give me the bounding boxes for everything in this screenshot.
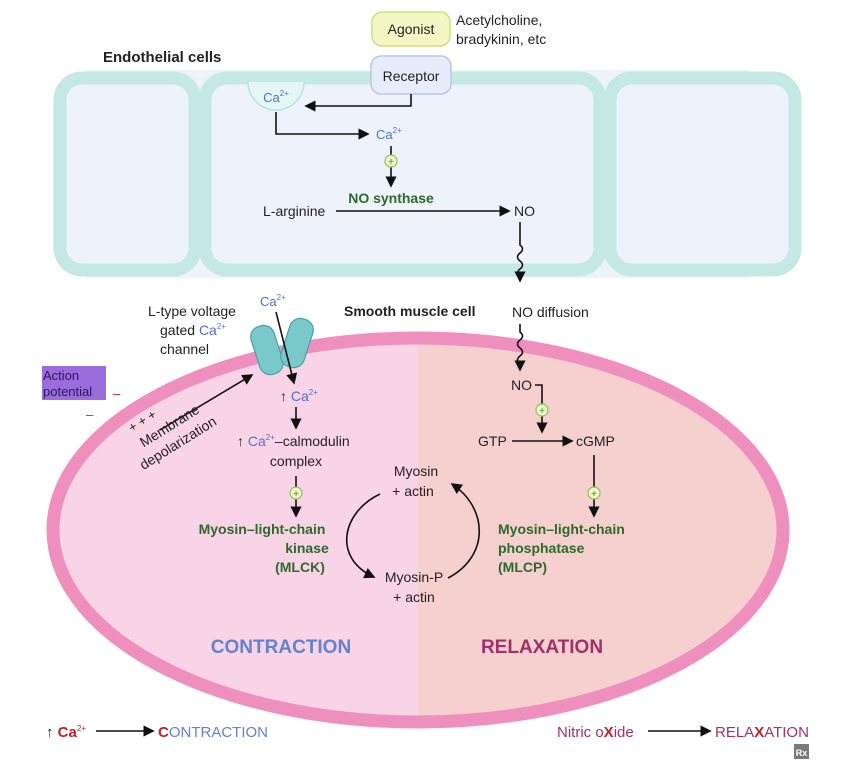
ca-free-label: Ca2+ [376,126,402,142]
cgmp-label: cGMP [576,433,615,449]
mnemonic-contraction: CONTRACTION [158,724,268,741]
agonist-box [371,11,451,47]
action-potential-highlight [42,366,106,400]
mlck-line2: kinase [285,540,329,556]
mnemonic-relaxation: RELAXATION [715,724,809,741]
plus-icon: + [535,403,549,417]
channel-label-line1: L-type voltage [148,303,236,319]
no-diffusion-squiggle-lower [514,324,526,372]
svg-text:+: + [539,406,545,417]
myosin-actin-line1: Myosin [394,463,438,479]
store-to-ca-arrow [275,112,370,140]
receptor-label: Receptor [383,68,440,84]
agonist-label: Agonist [388,21,435,37]
svg-text:Rx: Rx [796,748,808,758]
mlck-line1: Myosin–light-chain [199,521,326,537]
mlcp-line2: phosphatase [498,540,585,556]
no-label: NO [514,203,535,219]
agonist-examples-line1: Acetylcholine, [456,12,542,28]
l-arginine-label: L-arginine [263,203,325,219]
gtp-label: GTP [478,433,507,449]
rx-logo-icon: Rx [794,744,809,759]
ca-store-label: Ca2+ [263,89,289,105]
negative-charge-2: – [86,407,94,422]
svg-text:+: + [591,489,597,500]
ca-entry-label: Ca2+ [260,293,286,309]
endothelial-title: Endothelial cells [103,49,221,66]
smooth-muscle-title: Smooth muscle cell [344,303,475,319]
calmodulin-line1: ↑ Ca2+–calmodulin [237,433,350,449]
ca-entry-arrow [275,311,298,385]
mlcp-line3: (MLCP) [498,559,547,575]
channel-label-line3: channel [160,341,209,357]
svg-text:+: + [293,489,299,500]
calcium-store [247,81,305,111]
endothelial-cell-right [603,71,802,277]
plus-icon: + [289,486,303,500]
plus-icon: + [587,486,601,500]
channel-label-line2: gated Ca2+ [160,322,226,338]
dephosphorylation-arc-arrow [447,483,481,579]
no-inner-label: NO [511,377,532,393]
negative-charge-1: – [113,386,121,401]
no-synthase-label: NO synthase [348,190,434,206]
cell-membrane [46,331,790,729]
no-diffusion-squiggle-upper [514,222,526,283]
mnemonic-nitric-oxide: Nitric oXide [557,724,634,741]
depolarization-arrow [159,374,254,431]
contraction-title: CONTRACTION [211,637,351,658]
myosin-actin-line2: + actin [392,483,434,499]
relaxation-title: RELAXATION [481,637,603,658]
mnemonic-calcium: ↑ Ca2+ [46,724,86,741]
endothelial-layer [53,70,802,278]
svg-text:+: + [388,157,394,168]
phosphorylation-arc-arrow [346,493,381,579]
endothelial-cell-left [53,71,202,277]
agonist-examples-line2: bradykinin, etc [456,31,546,47]
smooth-muscle-cell [46,331,790,729]
calmodulin-line2: complex [270,453,322,469]
mlck-line3: (MLCK) [275,559,325,575]
no-diffusion-label: NO diffusion [512,304,589,320]
myosin-p-line1: Myosin-P [385,569,443,585]
mlcp-line1: Myosin–light-chain [498,521,625,537]
receptor-to-store-arrow [304,94,412,112]
myosin-p-line2: + actin [393,589,435,605]
plus-icon: + [384,154,398,168]
ca-up-label: ↑ Ca2+ [280,388,318,404]
action-potential-line1: Action [43,368,79,383]
calcium-channel-icon [250,317,314,376]
action-potential-line2: potential [43,384,92,399]
